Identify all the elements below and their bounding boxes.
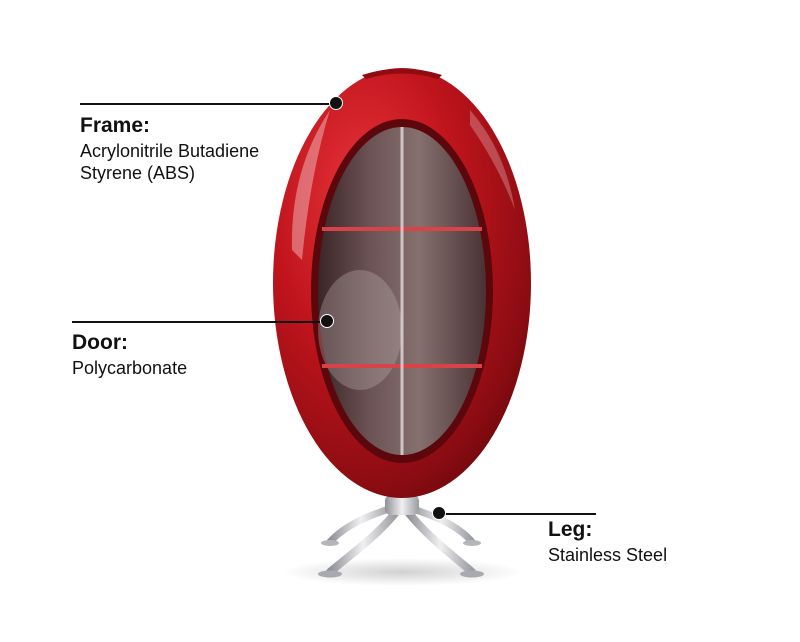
door-leader-line xyxy=(72,321,327,323)
floor-shadow xyxy=(282,558,522,586)
leg-title: Leg: xyxy=(548,518,593,541)
leg-leader-dot xyxy=(432,506,446,520)
frame-description: Acrylonitrile Butadiene Styrene (ABS) xyxy=(80,140,259,184)
leg-hub xyxy=(385,495,419,515)
frame-leader-line xyxy=(80,103,336,105)
shell-highlight xyxy=(470,110,515,210)
frame-leader-dot xyxy=(329,96,343,110)
frame-title: Frame: xyxy=(80,114,151,137)
leg-foot xyxy=(321,540,339,546)
stainless-steel-legs xyxy=(326,504,476,576)
door-description: Polycarbonate xyxy=(72,358,188,378)
leg-description: Stainless Steel xyxy=(548,545,668,565)
leg-foot xyxy=(318,570,342,578)
door-leader-dot xyxy=(320,314,334,328)
shell-highlight xyxy=(291,110,330,260)
frame-description-line: Acrylonitrile Butadiene xyxy=(80,141,260,161)
leg-leader-line xyxy=(440,513,596,515)
door-reflection xyxy=(318,270,402,390)
top-cap xyxy=(362,68,442,79)
leg-foot xyxy=(460,570,484,578)
door-title: Door: xyxy=(72,331,128,354)
leg-foot xyxy=(463,540,481,546)
frame-description-line: Styrene (ABS) xyxy=(80,163,196,183)
